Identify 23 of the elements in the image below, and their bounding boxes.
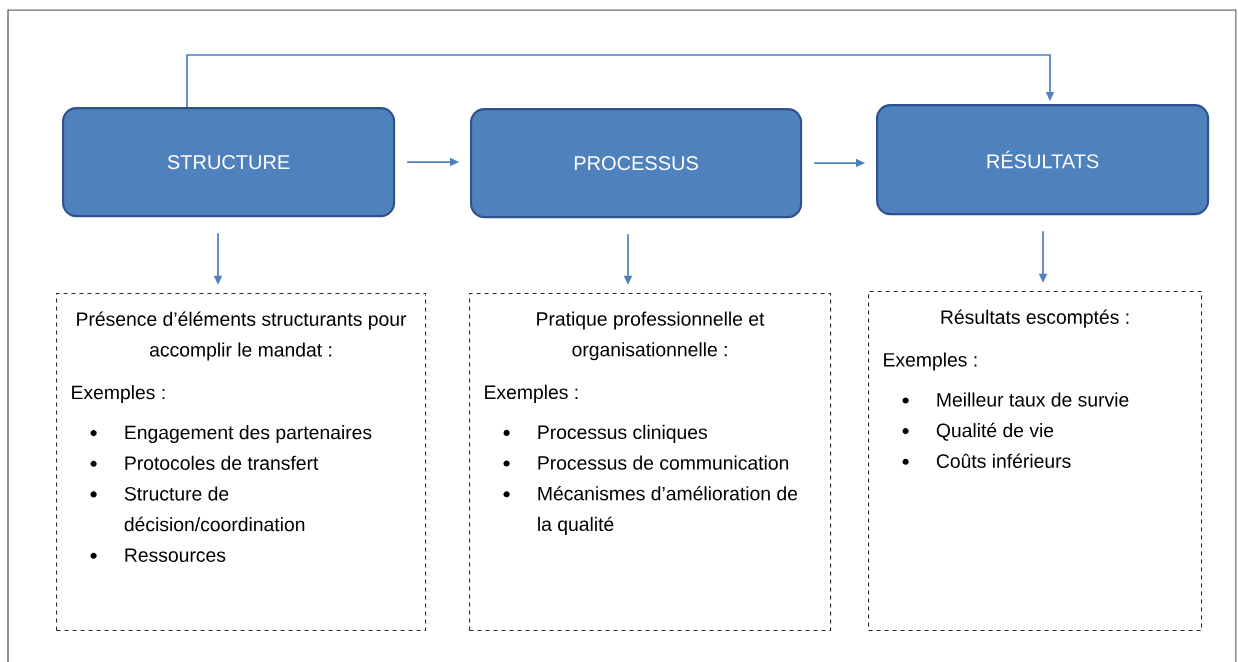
example-box: [469, 293, 832, 632]
list-item: Coûts inférieurs: [902, 453, 1071, 468]
heading-text: Pratique professionnelle et organisationnelle :: [537, 311, 765, 361]
body-text: Exemples :: [72, 385, 165, 404]
list-item: Engagement des partenaires: [90, 425, 372, 444]
process-box: PROCESSUS: [470, 108, 803, 219]
body-text: Exemples :: [884, 352, 977, 371]
heading-text: Résultats escomptés :: [941, 309, 1129, 328]
example-box: [868, 291, 1203, 632]
body-text: Exemples :: [485, 384, 578, 403]
process-box: RÉSULTATS: [876, 104, 1210, 216]
list-item: Processus cliniques: [503, 424, 707, 443]
heading-text: Présence d’éléments structurants pour accomplir le mandat :: [77, 311, 407, 361]
list-item: Meilleur taux de survie: [902, 392, 1129, 407]
process-box: STRUCTURE: [62, 107, 396, 218]
list-item: Processus de communication: [503, 455, 789, 470]
list-item: Ressources: [90, 548, 226, 562]
list-item: Protocoles de transfert: [90, 455, 319, 470]
list-item: Structure de décision/coordination: [90, 486, 305, 532]
example-box: [56, 293, 427, 632]
list-item: Qualité de vie: [902, 422, 1054, 441]
list-item: Mécanismes d’amélioration de la qualité: [503, 486, 798, 535]
arrow: [186, 54, 1055, 108]
